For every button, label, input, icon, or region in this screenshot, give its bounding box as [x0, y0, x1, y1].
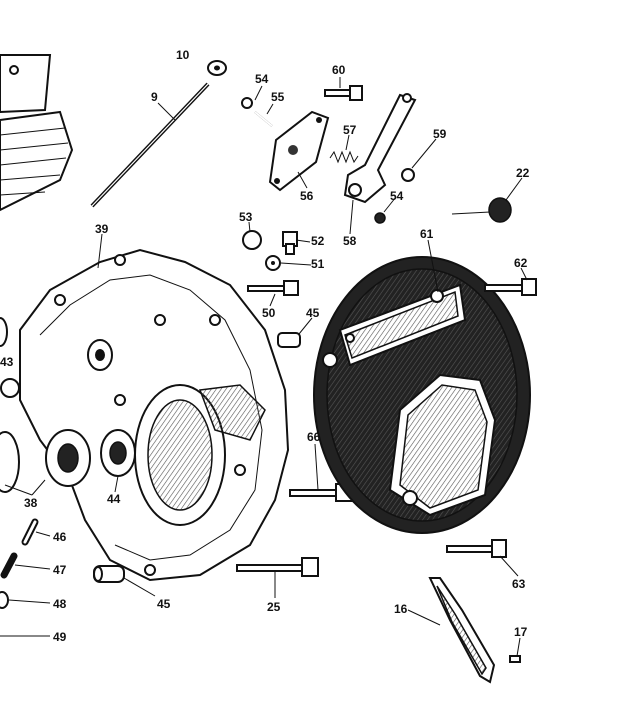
label-part-45-upper: 45: [306, 306, 320, 320]
part-labels: 9 10 54 55 60 57 59 56 54 58 22 53 52 51…: [0, 48, 530, 644]
label-part-63: 63: [512, 577, 526, 591]
part-50-bolt: [247, 280, 299, 296]
leader-lines: [0, 77, 528, 657]
label-part-47: 47: [53, 563, 67, 577]
label-part-52: 52: [311, 234, 325, 248]
part-9-long-stud: [90, 82, 210, 208]
label-part-54-lower: 54: [390, 189, 404, 203]
label-part-48: 48: [53, 597, 67, 611]
part-25-long-bolt: [236, 557, 319, 577]
part-61-side-cover: [313, 256, 531, 534]
part-22-cap-nut: [488, 197, 512, 223]
part-46-pin: [21, 518, 39, 546]
label-part-9: 9: [151, 90, 158, 104]
part-39-crankcase-half: [19, 248, 290, 582]
part-60-bolt: [324, 85, 363, 101]
label-part-59: 59: [433, 127, 447, 141]
label-part-39: 39: [95, 222, 109, 236]
label-part-16: 16: [394, 602, 408, 616]
label-part-10: 10: [176, 48, 190, 62]
label-part-45-lower: 45: [157, 597, 171, 611]
label-part-62: 62: [514, 256, 528, 270]
part-38-bearings: [0, 429, 91, 493]
label-part-49: 49: [53, 630, 67, 644]
part-58-lever-arm: [343, 93, 417, 204]
part-17-screw: [509, 655, 521, 663]
label-part-55: 55: [271, 90, 285, 104]
part-48-plug: [0, 591, 9, 609]
label-part-38: 38: [24, 496, 38, 510]
label-part-60: 60: [332, 63, 346, 77]
label-part-58: 58: [343, 234, 357, 248]
label-part-25: 25: [267, 600, 281, 614]
part-45-bushing-lower: [93, 565, 125, 583]
part-52-pin: [282, 231, 298, 255]
label-part-54-upper: 54: [255, 72, 269, 86]
part-63-bolt: [446, 539, 507, 558]
part-45-bushing-upper: [277, 332, 301, 348]
cylinder-fins-drawing: [0, 54, 74, 212]
part-54-nut: [241, 97, 253, 109]
part-51-washer: [265, 255, 281, 271]
label-part-44: 44: [107, 492, 121, 506]
part-10-washer: [207, 60, 227, 76]
label-part-56: 56: [300, 189, 314, 203]
part-16-bracket: [428, 577, 496, 684]
label-part-66: 66: [307, 430, 321, 444]
part-59-nut: [401, 168, 415, 182]
part-54-small-nut: [374, 212, 386, 224]
label-part-51: 51: [311, 257, 325, 271]
part-57-spring: [329, 150, 359, 164]
part-53-bushing: [242, 230, 262, 250]
label-part-53: 53: [239, 210, 253, 224]
label-part-22: 22: [516, 166, 530, 180]
label-part-17: 17: [514, 625, 528, 639]
label-part-57: 57: [343, 123, 357, 137]
part-56-bracket-plate: [268, 110, 330, 192]
label-part-61: 61: [420, 227, 434, 241]
part-47-spring: [0, 552, 18, 579]
left-edge-fragment: [0, 317, 20, 398]
label-part-50: 50: [262, 306, 276, 320]
label-part-43: 43: [0, 355, 14, 369]
part-62-bolt: [484, 278, 537, 296]
part-55-screw: [254, 111, 273, 127]
label-part-46: 46: [53, 530, 67, 544]
part-44-bearing: [100, 429, 136, 477]
